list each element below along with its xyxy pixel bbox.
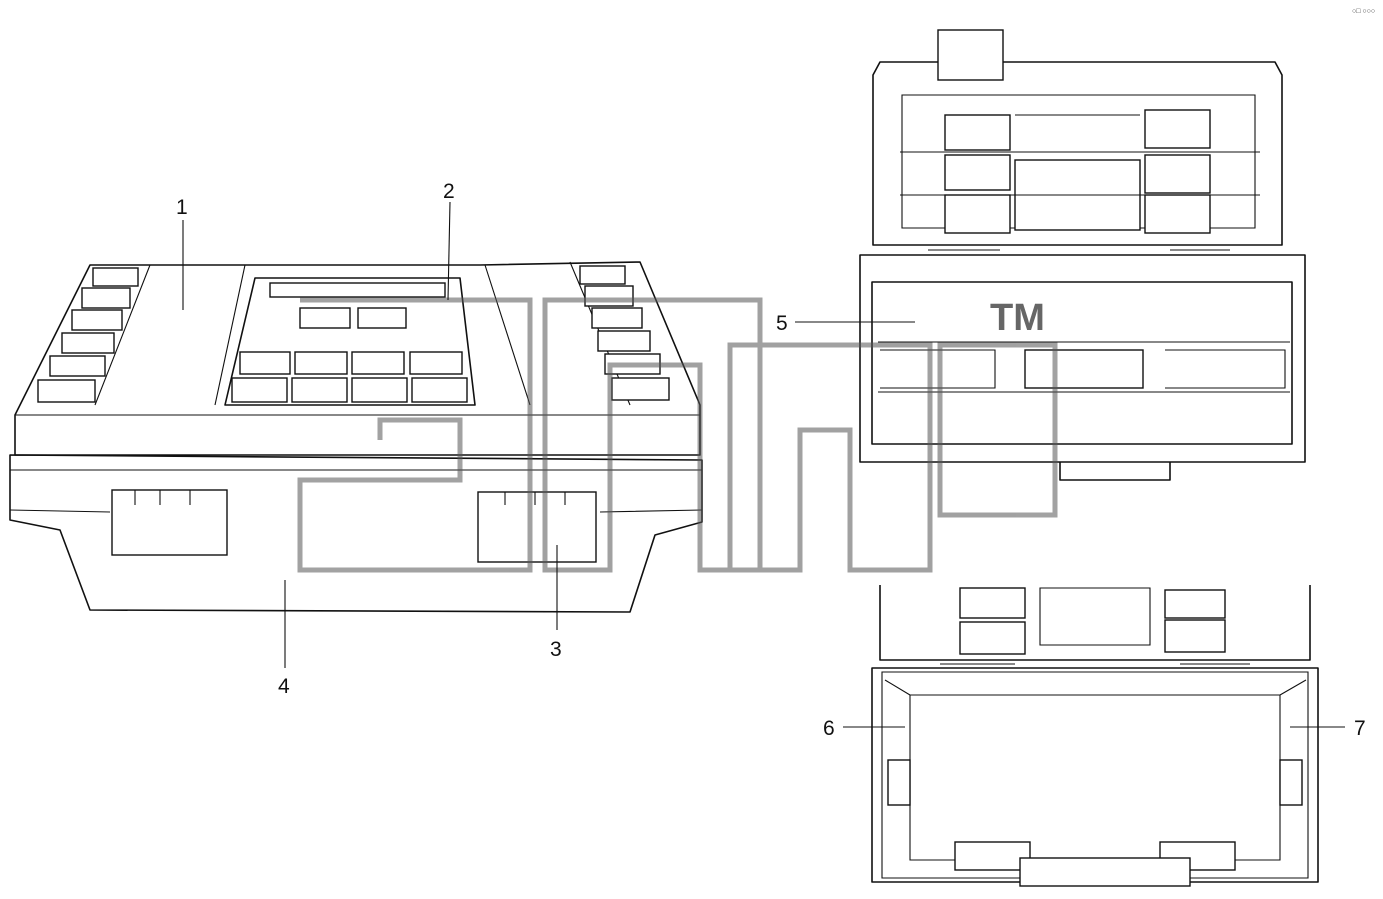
leader-lines [182,201,1345,728]
open-toolbox-with-tray [859,29,1306,481]
open-toolbox-empty [871,585,1319,887]
closed-toolbox [9,261,703,613]
corner-code: ○□ ○○○ [1352,8,1375,15]
lid-left-compartments [37,267,139,403]
callout-2: 2 [443,180,455,203]
lid-organizer-window [224,277,476,406]
callout-6: 6 [823,717,835,740]
callout-3: 3 [550,638,562,661]
watermark-logo [297,297,1058,573]
callout-1: 1 [176,196,188,219]
lid-right-compartments [579,265,670,401]
callout-4: 4 [278,675,290,698]
trademark-mark: TM [990,297,1045,339]
latch-right [477,491,597,563]
callout-5: 5 [776,312,788,335]
latch-left [111,489,228,556]
callout-7: 7 [1354,717,1366,740]
